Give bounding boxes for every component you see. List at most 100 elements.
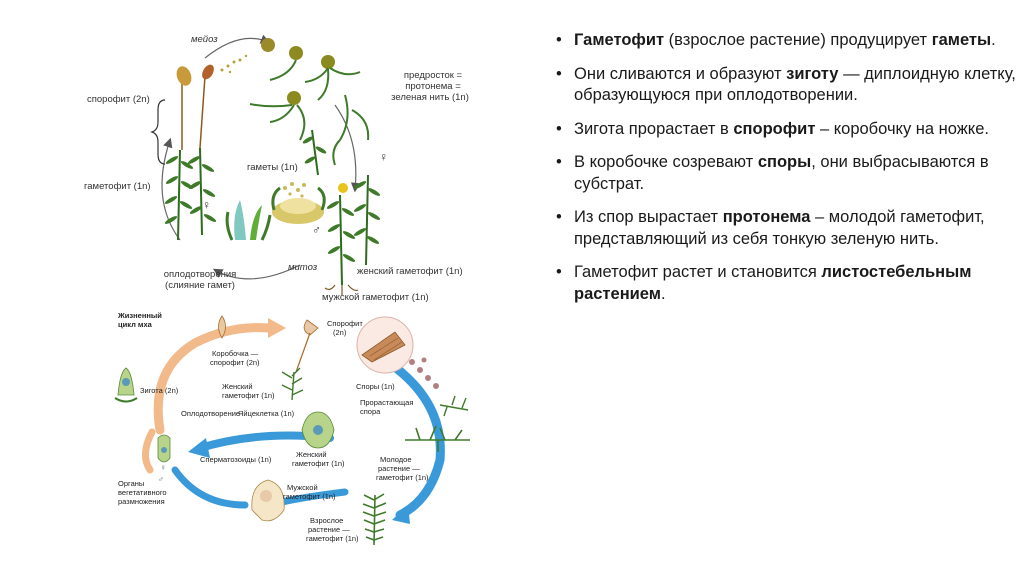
bullet-dot: •	[556, 31, 562, 49]
growth-arrow	[161, 137, 181, 241]
bullet-dot: •	[556, 119, 562, 138]
label-female-gametophyte: женский гаметофит (1n)	[357, 266, 463, 277]
label-protonema-1: предросток =	[403, 70, 463, 81]
female-gametophyte-plant	[281, 367, 304, 401]
blue-vegetative-arrow	[171, 466, 249, 509]
bullet-text: – коробочку на ножке.	[815, 119, 989, 138]
bullet-dot: •	[556, 208, 562, 226]
female-symbol: ♀	[202, 198, 211, 212]
label-sperm: Сперматозоиды (1n)	[200, 455, 272, 464]
label-fertilization-b: Оплодотворение	[181, 409, 241, 418]
male-symbol: ♂	[312, 223, 321, 237]
bullet-text: – молодой гаметофит, представляющий из с…	[574, 208, 985, 248]
svg-text:♂: ♂	[158, 475, 164, 484]
label-sporophyte-b2: (2n)	[333, 328, 347, 337]
antheridium-head	[338, 183, 348, 193]
label-fertilization-1: оплодотворения	[163, 269, 237, 280]
bold-sporophyte: спорофит	[733, 119, 816, 138]
blue-cycle-arrow-right	[380, 355, 445, 520]
label-germinating-2: спора	[360, 407, 381, 416]
label-mitosis: митоз	[288, 262, 318, 273]
label-protonema-3: зеленая нить (1n)	[391, 92, 469, 103]
protonema-arrow	[334, 104, 361, 193]
gamete-organs	[225, 186, 326, 241]
bullet-text: (взрослое растение) продуцирует	[664, 31, 932, 49]
bullet-text: — диплоидную клетку, образующуюся при оп…	[574, 64, 1016, 105]
label-cycle-title-1: Жизненный	[118, 311, 162, 320]
meiosis-arrow	[204, 34, 271, 59]
bullet-text: Из спор вырастает	[574, 208, 723, 226]
label-female-b2: гаметофит (1n)	[222, 391, 275, 400]
label-female2-1: Женский	[296, 450, 327, 459]
label-organs-2: вегетативного	[118, 488, 167, 497]
capsule-sporophyte	[218, 315, 319, 373]
bullet-item-6: • Гаметофит растет и становится листосте…	[546, 262, 1016, 305]
bullet-text: .	[660, 284, 666, 303]
bullet-text: Они сливаются и образуют	[574, 64, 787, 83]
moss-leaves-right	[302, 136, 381, 262]
bullet-list: • Гаметофит (взрослое растение) продуцир…	[546, 30, 1016, 305]
label-male-b1: Мужской	[287, 483, 318, 492]
label-female-b1: Женский	[222, 382, 253, 391]
bullet-item-4: • В коробочке созревают споры, они выбра…	[546, 152, 1016, 195]
label-spores: Споры (1n)	[356, 382, 395, 391]
bullet-text: Зигота прорастает в	[574, 119, 734, 138]
bullet-dot: •	[556, 263, 562, 281]
male-gametophyte-shape	[251, 479, 285, 522]
bold-gametes: гаметы	[931, 31, 992, 49]
label-gametophyte: гаметофит (1n)	[84, 181, 151, 192]
bold-spores: споры	[757, 153, 812, 171]
protonema-filament	[332, 94, 370, 166]
label-egg: Яйцеклетка (1n)	[238, 409, 295, 418]
label-meiosis: мейоз	[191, 34, 218, 45]
bullet-text: Гаметофит растет и становится	[574, 263, 822, 281]
svg-text:♀: ♀	[160, 463, 166, 472]
spores-top	[220, 54, 248, 74]
bullet-dot: •	[556, 64, 562, 83]
bold-gametophyte: Гаметофит	[574, 31, 665, 49]
zygote-shape	[114, 367, 138, 403]
diagram-illustration: ♀ ♂	[114, 34, 470, 546]
bold-protonema: протонема	[722, 208, 811, 226]
vegetative-organs	[157, 434, 171, 463]
bold-leafy-plant: листостебельным растением	[574, 263, 972, 303]
archegonium-shape	[301, 411, 335, 449]
label-capsule-2: спорофит (2n)	[210, 358, 260, 367]
label-capsule-1: Коробочка —	[212, 349, 259, 358]
label-adult-3: гаметофит (1n)	[306, 534, 359, 543]
label-young-1: Молодое	[380, 455, 412, 464]
bullet-text: , они выбрасываются в субстрат.	[574, 153, 989, 193]
bullet-text: .	[991, 31, 996, 49]
label-female2-2: гаметофит (1n)	[292, 459, 345, 468]
label-young-2: растение —	[378, 464, 420, 473]
bullet-item-1: • Гаметофит (взрослое растение) продуцир…	[546, 30, 1016, 52]
label-organs-1: Органы	[118, 479, 145, 488]
label-fertilization-2: (слияние гамет)	[165, 280, 235, 291]
bullet-item-5: • Из спор вырастает протонема – молодой …	[546, 207, 1016, 250]
label-germinating-1: Прорастающая	[360, 398, 414, 407]
bullet-item-2: • Они сливаются и образуют зиготу — дипл…	[546, 64, 1016, 107]
bullet-item-3: • Зигота прорастает в спорофит – коробоч…	[546, 119, 1016, 141]
label-male-b2: гаметофит (1n)	[283, 492, 336, 501]
adult-plant	[362, 493, 387, 546]
gametes-dots	[283, 182, 306, 198]
label-gametes: гаметы (1n)	[247, 162, 298, 173]
protonema-stages	[249, 38, 361, 141]
orange-cycle-arrow	[153, 323, 275, 435]
bullet-dot: •	[556, 153, 562, 171]
sporophyte-bracket	[150, 99, 166, 165]
label-sporophyte: спорофит (2n)	[87, 94, 150, 105]
label-male-gametophyte: мужской гаметофит (1n)	[322, 292, 429, 303]
spores-bottom	[409, 357, 439, 389]
germinating-spore	[439, 395, 469, 417]
fertilization-arrow	[212, 264, 301, 280]
bullet-text: В коробочке созревают	[574, 153, 758, 171]
label-protonema-2: протонема =	[405, 81, 461, 92]
moss-leaves-left	[164, 156, 217, 224]
sporophyte-capsules	[176, 64, 214, 150]
female-symbol-right: ♀	[379, 150, 388, 164]
label-adult-1: Взрослое	[310, 516, 344, 525]
magnified-capsule	[356, 316, 414, 374]
bullet-text-block: • Гаметофит (взрослое растение) продуцир…	[546, 30, 1016, 317]
